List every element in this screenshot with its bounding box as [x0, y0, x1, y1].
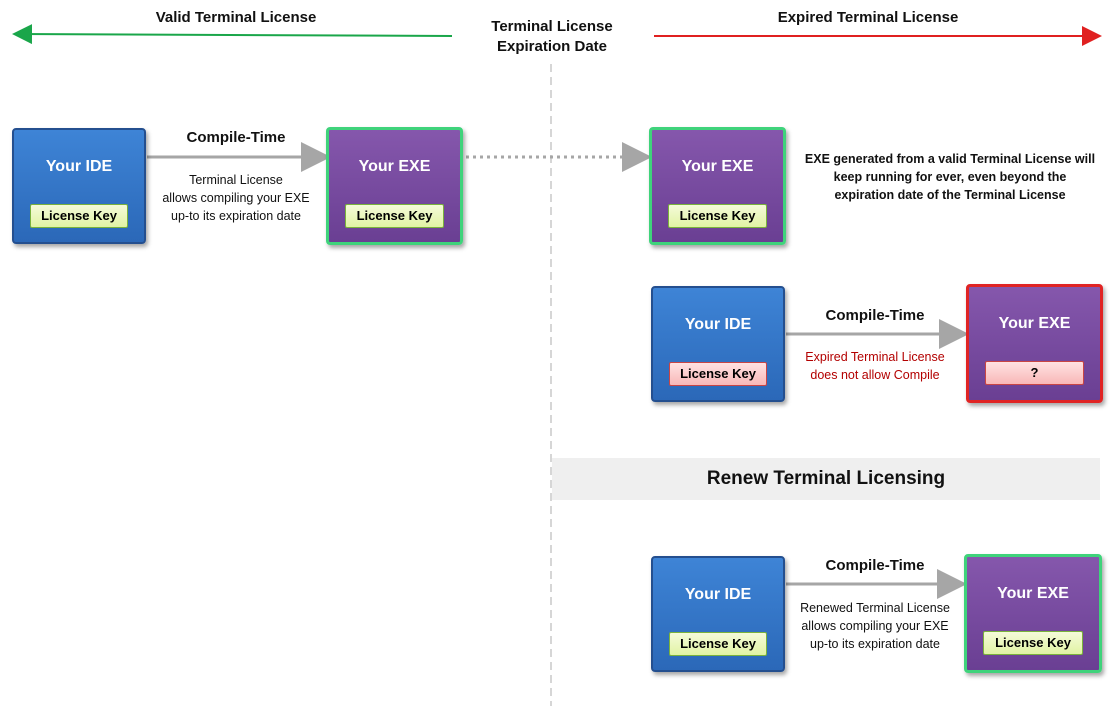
- row2-compile-time-label: Compile-Time: [825, 307, 925, 324]
- row3-note-line2: allows compiling your EXE: [801, 619, 949, 633]
- valid-license-label: Valid Terminal License: [155, 9, 317, 26]
- row3-compile-note: Renewed Terminal License allows compilin…: [788, 599, 962, 653]
- row1-compile-note: Terminal License allows compiling your E…: [150, 171, 322, 225]
- row2-ide-box: Your IDE License Key: [651, 286, 785, 402]
- desc-line1: EXE generated from a valid Terminal Lice…: [804, 152, 1096, 166]
- row2-exe-title: Your EXE: [998, 315, 1071, 332]
- row2-ide-license-key: License Key: [669, 362, 767, 386]
- expiration-date-title: Terminal License Expiration Date: [462, 17, 642, 57]
- row3-ide-license-key: License Key: [669, 632, 767, 656]
- expiration-title-line2: Expiration Date: [496, 38, 608, 55]
- row1-ide-license-key: License Key: [30, 204, 128, 228]
- valid-arrow: [12, 24, 453, 45]
- row1-right-exe-title: Your EXE: [681, 158, 754, 175]
- row1-right-exe-license-key: License Key: [668, 204, 767, 228]
- row2-note-line1: Expired Terminal License: [805, 350, 945, 364]
- row3-exe-box: Your EXE License Key: [964, 554, 1102, 673]
- renew-licensing-banner: Renew Terminal Licensing: [552, 458, 1100, 500]
- row2-exe-license-key-unknown: ?: [985, 361, 1084, 385]
- row3-ide-title: Your IDE: [684, 586, 752, 603]
- row1-note-line2: allows compiling your EXE: [162, 191, 310, 205]
- expired-license-label: Expired Terminal License: [777, 9, 959, 26]
- row1-exe-title: Your EXE: [358, 158, 431, 175]
- desc-line3: expiration date of the Terminal License: [834, 188, 1066, 202]
- row2-exe-box: Your EXE ?: [966, 284, 1103, 403]
- row1-exe-license-key: License Key: [345, 204, 444, 228]
- row1-note-line1: Terminal License: [189, 173, 283, 187]
- exe-persistence-description: EXE generated from a valid Terminal Lice…: [792, 150, 1108, 204]
- row3-note-line1: Renewed Terminal License: [800, 601, 950, 615]
- desc-line2: keep running for ever, even beyond the: [833, 170, 1067, 184]
- expiration-title-line1: Terminal License: [491, 18, 613, 35]
- row1-ide-title: Your IDE: [45, 158, 113, 175]
- row3-note-line3: up-to its expiration date: [810, 637, 940, 651]
- row1-compile-time-label: Compile-Time: [186, 129, 286, 146]
- row3-compile-time-label: Compile-Time: [825, 557, 925, 574]
- row3-exe-license-key: License Key: [983, 631, 1083, 655]
- row2-ide-title: Your IDE: [684, 316, 752, 333]
- row1-exe-box: Your EXE License Key: [326, 127, 463, 245]
- row2-compile-note: Expired Terminal License does not allow …: [790, 348, 960, 384]
- row1-note-line3: up-to its expiration date: [171, 209, 301, 223]
- row3-exe-title: Your EXE: [997, 585, 1069, 602]
- row2-note-line2: does not allow Compile: [810, 368, 940, 382]
- row1-right-exe-box: Your EXE License Key: [649, 127, 786, 245]
- row3-ide-box: Your IDE License Key: [651, 556, 785, 672]
- row1-ide-box: Your IDE License Key: [12, 128, 146, 244]
